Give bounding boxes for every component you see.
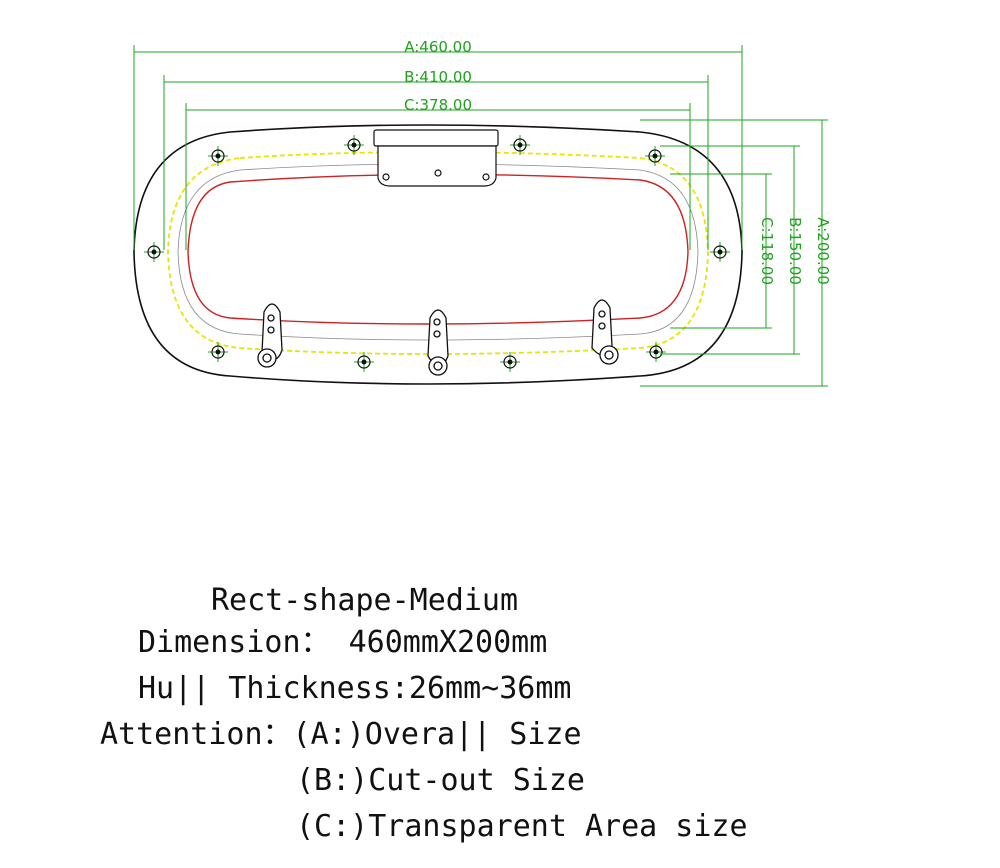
- spec-attention-c: (C:)Transparent Area size: [296, 809, 748, 844]
- clamp-dogs: [257, 299, 619, 376]
- dim-c-height: C:118.00: [758, 217, 776, 285]
- bolt-hole: [646, 342, 666, 362]
- width-dimensions: [133, 45, 743, 250]
- spec-hull-thickness: Hu|| Thickness:26mm~36mm: [138, 671, 572, 706]
- clamp-left: [257, 303, 283, 368]
- bolt-hole: [344, 135, 364, 155]
- clamp-center: [427, 309, 449, 376]
- bolt-hole: [354, 352, 374, 372]
- cutout-outline: [167, 151, 709, 355]
- dim-b-height: B:150.00: [786, 217, 804, 285]
- hinge: [373, 129, 499, 187]
- transparent-area-outline: [187, 173, 689, 325]
- bolt-hole: [208, 342, 228, 362]
- bolt-holes: [144, 135, 730, 372]
- clamp-right: [591, 299, 619, 365]
- dim-b-width: B:410.00: [404, 68, 472, 86]
- bolt-hole: [510, 135, 530, 155]
- bolt-hole: [645, 146, 665, 166]
- spec-dimension: Dimension： 460mmX200mm: [138, 625, 548, 660]
- frame-inner-edge: [177, 163, 699, 341]
- outer-frame: [133, 124, 743, 385]
- bolt-hole: [208, 146, 228, 166]
- height-dimensions: [640, 119, 828, 387]
- spec-attention-a: Attention：(A:)Overa|| Size: [100, 717, 582, 752]
- dim-a-width: A:460.00: [404, 38, 472, 56]
- porthole-drawing: A:460.00 B:410.00 C:378.00 C:118.00 B:15…: [133, 38, 832, 387]
- spec-title: Rect-shape-Medium: [211, 583, 519, 618]
- bolt-hole: [710, 242, 730, 262]
- dim-c-width: C:378.00: [404, 96, 472, 114]
- dim-a-height: A:200.00: [814, 217, 832, 285]
- bolt-hole: [500, 352, 520, 372]
- bolt-hole: [144, 242, 164, 262]
- spec-attention-b: (B:)Cut-out Size: [296, 763, 585, 798]
